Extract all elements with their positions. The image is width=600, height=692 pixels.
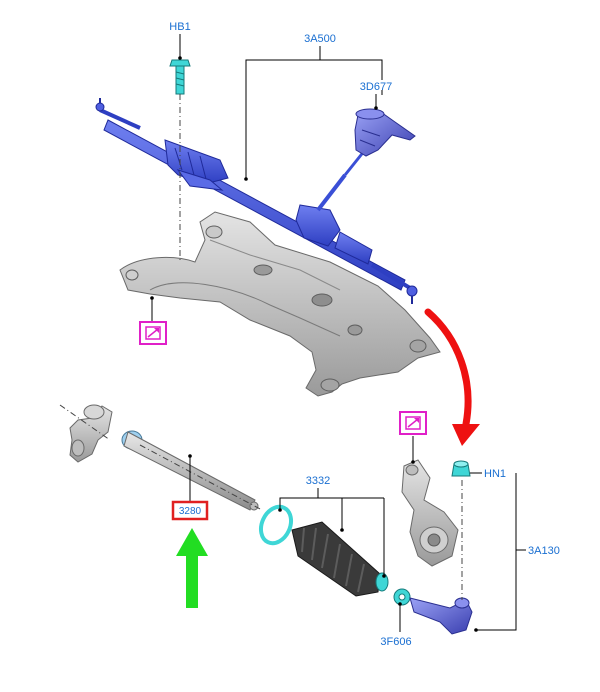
reference-icon-knuckle[interactable] — [399, 411, 427, 435]
callout-3332[interactable]: 3332 — [306, 475, 330, 487]
steering-knuckle — [401, 459, 459, 567]
highlighted-part-box — [171, 500, 209, 521]
callout-3280[interactable]: 3280 — [179, 506, 202, 517]
highlight-arrow — [176, 528, 208, 608]
callout-hb1[interactable]: HB1 — [169, 21, 190, 33]
steering-column-boot — [354, 108, 416, 157]
callout-hn1[interactable]: HN1 — [484, 468, 506, 480]
boot-clamp-ring — [258, 504, 294, 546]
callout-3a500[interactable]: 3A500 — [304, 33, 336, 45]
callout-3d677[interactable]: 3D677 — [360, 81, 392, 93]
steering-boot — [291, 521, 389, 597]
jam-nut — [393, 588, 411, 606]
reference-icon-subframe[interactable] — [139, 321, 167, 345]
callout-3a130[interactable]: 3A130 — [528, 545, 560, 557]
tie-rod-axis — [139, 444, 263, 511]
inner-joint-axis — [59, 404, 111, 441]
outer-tie-rod-end — [409, 597, 473, 635]
transfer-arrow — [424, 308, 480, 446]
callout-3f606[interactable]: 3F606 — [380, 636, 411, 648]
hb1-bolt — [169, 59, 191, 95]
inner-ball-joint — [69, 404, 113, 463]
leader-lines — [150, 34, 526, 632]
hn1-nut — [451, 460, 471, 477]
steering-gear-rack — [95, 98, 418, 304]
front-subframe — [119, 211, 441, 397]
